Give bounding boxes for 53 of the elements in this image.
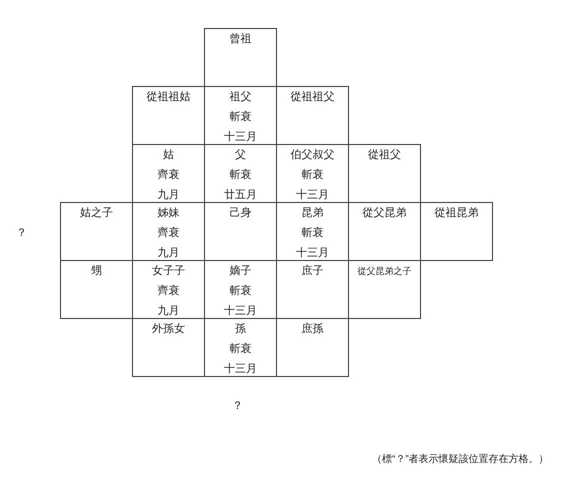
grid-cell — [132, 318, 205, 377]
kinship-term: 嫡子 — [230, 264, 252, 279]
kinship-term: 孫 — [235, 322, 246, 337]
kinship-term: 外孫女 — [152, 322, 185, 337]
mourning-grade: 斬衰 — [230, 342, 252, 357]
mourning-grade: 齊衰 — [158, 284, 180, 299]
kinship-term: 從祖父 — [368, 148, 401, 163]
question-mark: ？ — [16, 226, 27, 241]
kinship-term: 姑之子 — [80, 206, 113, 221]
kinship-term: 女子子 — [152, 264, 185, 279]
mourning-grade: 斬衰 — [230, 168, 252, 183]
grid-cell — [348, 260, 421, 319]
kinship-term: 庶子 — [302, 264, 324, 279]
kinship-term: 從父昆弟 — [362, 206, 406, 221]
kinship-term: 庶孫 — [302, 322, 324, 337]
mourning-period: 九月 — [158, 246, 180, 261]
kinship-term: 姑 — [163, 148, 174, 163]
question-mark: ？ — [232, 399, 243, 414]
grid-cell — [276, 86, 349, 145]
kinship-term: 從祖祖姑 — [146, 90, 190, 105]
mourning-grade: 斬衰 — [302, 226, 324, 241]
kinship-term: 姊妹 — [158, 206, 180, 221]
mourning-period: 九月 — [158, 188, 180, 203]
kinship-term: 從父昆弟之子 — [358, 265, 412, 278]
mourning-period: 十三月 — [224, 304, 257, 319]
kinship-term: 從祖昆弟 — [434, 206, 478, 221]
grid-cell — [420, 202, 493, 261]
kinship-term: 從祖祖父 — [290, 90, 334, 105]
kinship-term: 曾祖 — [230, 32, 252, 47]
mourning-period: 十三月 — [296, 246, 329, 261]
mourning-grade: 斬衰 — [302, 168, 324, 183]
kinship-term: 伯父叔父 — [290, 148, 334, 163]
grid-cell — [204, 28, 277, 87]
kinship-term: 父 — [235, 148, 246, 163]
kinship-term: 昆弟 — [302, 206, 324, 221]
mourning-period: 廿五月 — [224, 188, 257, 203]
mourning-grade: 齊衰 — [158, 168, 180, 183]
mourning-grade: 齊衰 — [158, 226, 180, 241]
kinship-term: 祖父 — [230, 90, 252, 105]
mourning-period: 十三月 — [224, 362, 257, 377]
mourning-period: 九月 — [158, 304, 180, 319]
footnote: （標“？”者表示懷疑該位置存在方格。） — [372, 452, 549, 467]
grid-cell — [348, 144, 421, 203]
mourning-grade: 斬衰 — [230, 284, 252, 299]
kinship-term: 甥 — [91, 264, 102, 279]
grid-cell — [60, 260, 133, 319]
mourning-grade: 斬衰 — [230, 110, 252, 125]
kinship-term: 己身 — [230, 206, 252, 221]
grid-cell — [276, 318, 349, 377]
grid-cell — [60, 202, 133, 261]
mourning-period: 十三月 — [224, 130, 257, 145]
mourning-period: 十三月 — [296, 188, 329, 203]
grid-cell — [132, 86, 205, 145]
